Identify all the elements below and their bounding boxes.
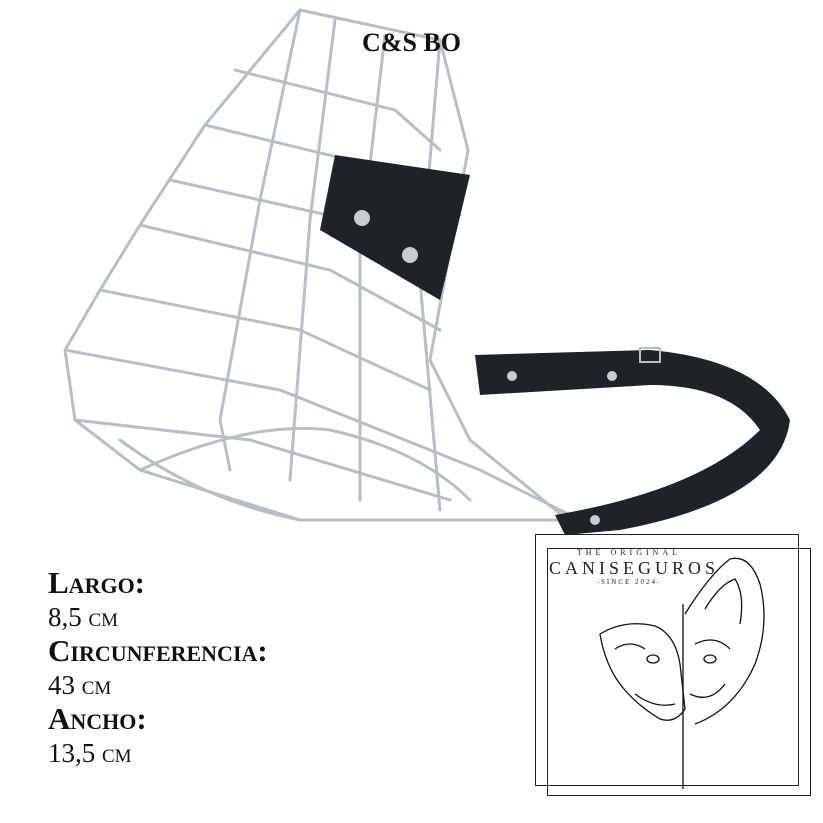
logo-tagline: THE ORIGINAL <box>576 548 682 557</box>
spec-label-circunferencia: Circunferencia: <box>48 633 268 668</box>
logo-brand: CANISEGUROS <box>549 558 720 578</box>
spec-label-largo: Largo: <box>48 565 145 600</box>
spec-value-ancho: 13,5 cm <box>48 738 132 768</box>
logo-frame <box>535 534 799 786</box>
leather-nose-pad <box>320 155 470 300</box>
brand-logo: THE ORIGINAL CANISEGUROS -SINCE 2024- <box>535 534 811 796</box>
product-title: C&S BO <box>362 28 461 57</box>
wire-cage <box>63 8 582 532</box>
logo-frame-offset <box>547 548 811 796</box>
leather-strap <box>475 347 790 535</box>
product-specs: Largo: 8,5 cm Circunferencia: 43 cm Anch… <box>48 566 268 770</box>
spec-value-largo: 8,5 cm <box>48 602 119 632</box>
logo-since: -SINCE 2024- <box>596 578 662 586</box>
dog-line-art-icon <box>599 557 765 789</box>
spec-label-ancho: Ancho: <box>48 701 147 736</box>
spec-value-circunferencia: 43 cm <box>48 670 112 700</box>
